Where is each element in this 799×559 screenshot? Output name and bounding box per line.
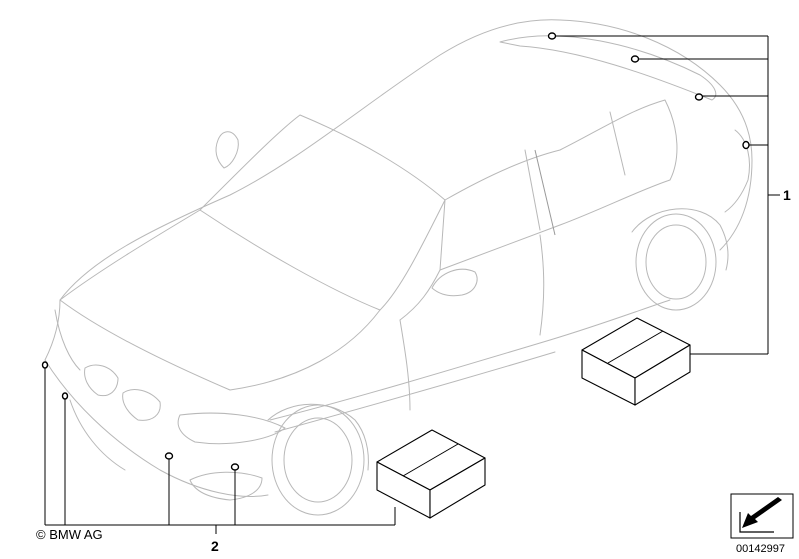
direction-arrow-icon (730, 493, 794, 539)
rear-sensor-4 (742, 140, 750, 150)
copyright-notice: © BMW AG (36, 527, 103, 542)
parts-box-rear (581, 317, 691, 406)
front-sensor-2 (61, 392, 69, 400)
rear-sensor-3 (694, 93, 704, 101)
leader-lines-part-1 (555, 35, 780, 355)
sensor-group (41, 32, 750, 471)
rear-sensor-1 (547, 32, 557, 40)
front-sensor-4 (230, 463, 240, 471)
parts-box-front (376, 429, 486, 519)
leader-lines-part-2 (44, 368, 396, 534)
rear-sensor-2 (630, 55, 640, 63)
document-number: 00142997 (736, 543, 785, 555)
car-illustration (44, 19, 753, 516)
callout-part-1: 1 (783, 187, 791, 203)
front-sensor-3 (164, 452, 174, 460)
front-sensor-1 (41, 361, 49, 369)
callout-part-2: 2 (211, 538, 219, 554)
